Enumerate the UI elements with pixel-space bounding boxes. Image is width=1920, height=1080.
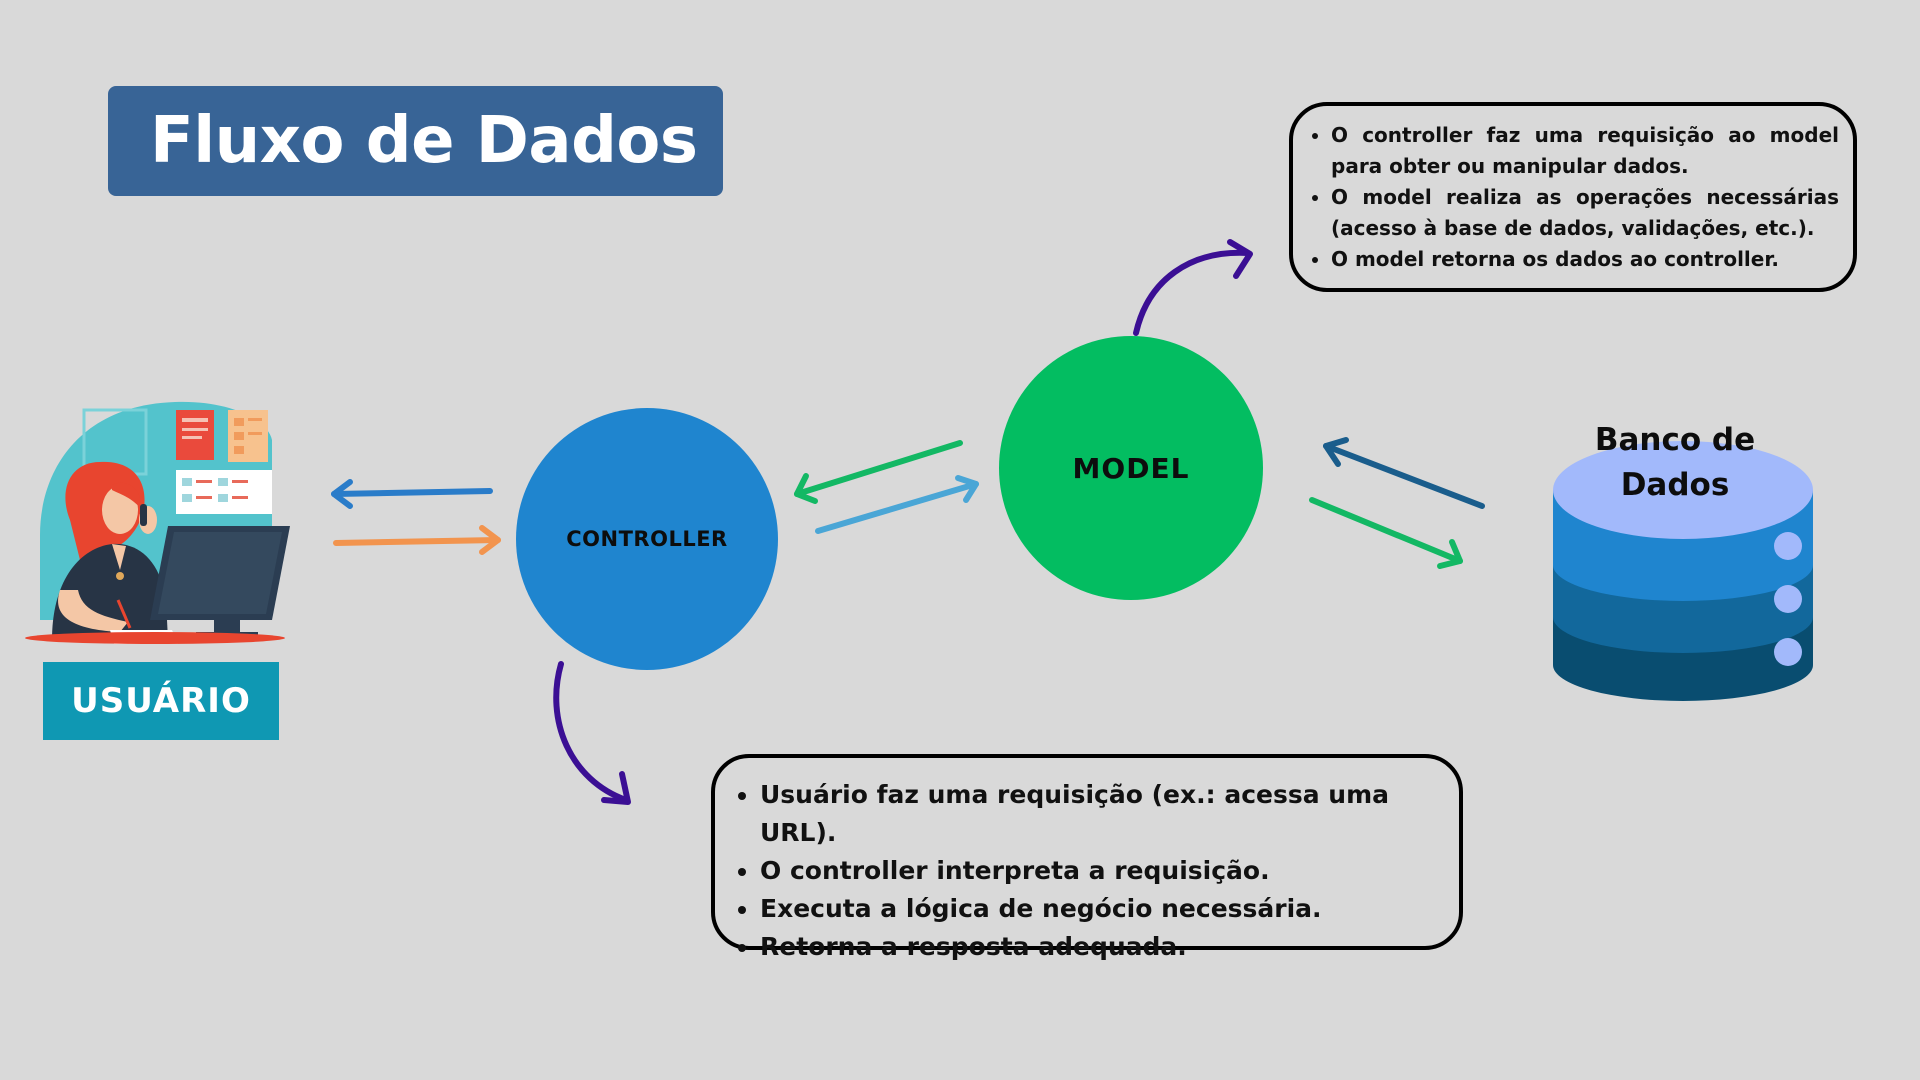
database-label-line-1: Banco de — [1594, 422, 1756, 458]
database-icon — [1553, 441, 1813, 701]
model-note-item: O controller faz uma requisição ao model… — [1331, 120, 1839, 182]
database-label: Banco de Dados — [1550, 418, 1800, 508]
controller-label: CONTROLLER — [566, 527, 728, 551]
controller-note-item: Executa a lógica de negócio necessária. — [760, 890, 1443, 928]
controller-note-item: Usuário faz uma requisição (ex.: acessa … — [760, 776, 1443, 852]
database-label-line-2: Dados — [1620, 467, 1730, 503]
controller-note-item: O controller interpreta a requisição. — [760, 852, 1443, 890]
arrow-model-to-database — [1309, 497, 1463, 569]
title-box: Fluxo de Dados — [108, 86, 723, 196]
controller-node: CONTROLLER — [516, 408, 778, 670]
arrow-controller-to-note — [553, 661, 631, 805]
arrow-user-to-controller — [333, 525, 501, 555]
arrow-database-to-model — [1323, 437, 1485, 509]
user-label: USUÁRIO — [43, 662, 279, 740]
arrow-model-to-controller — [794, 440, 963, 504]
model-note-item: O model realiza as operações necessárias… — [1331, 182, 1839, 244]
model-note: O controller faz uma requisição ao model… — [1289, 102, 1857, 292]
user-illustration — [25, 401, 290, 644]
model-label: MODEL — [1072, 451, 1190, 485]
controller-note: Usuário faz uma requisição (ex.: acessa … — [711, 754, 1463, 961]
model-note-item: O model retorna os dados ao controller. — [1331, 244, 1839, 275]
arrow-controller-to-user — [331, 479, 493, 509]
arrow-model-to-note — [1133, 239, 1253, 336]
page-title: Fluxo de Dados — [150, 104, 698, 178]
model-node: MODEL — [999, 336, 1263, 600]
arrow-controller-to-model — [815, 475, 979, 534]
controller-note-item: Retorna a resposta adequada. — [760, 928, 1443, 966]
